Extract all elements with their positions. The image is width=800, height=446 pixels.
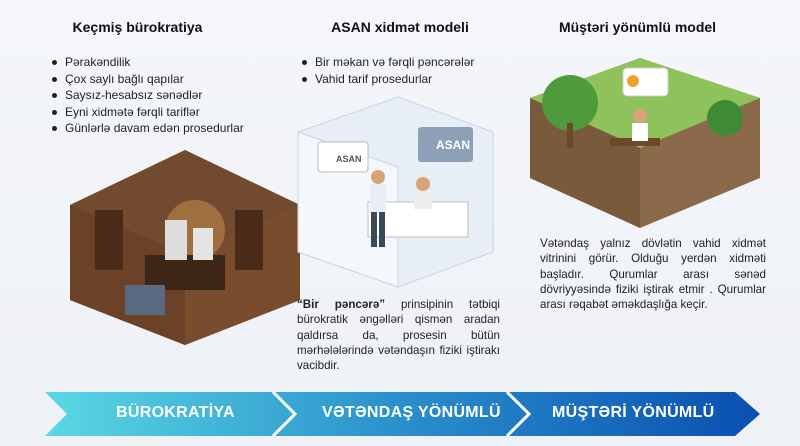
list-item: Eyni xidmətə fərqli tariflər [52, 104, 252, 121]
asan-note: “Bir pəncərə” prinsipinin tətbiqi bürokr… [297, 297, 500, 373]
heading-past-bureaucracy: Keçmiş bürokratiya [72, 19, 203, 35]
list-item: Bir məkan və fərqli pəncərələr [302, 54, 522, 71]
chevron-separator [271, 392, 298, 436]
past-bullets: Pərakəndilik Çox saylı bağlı qapılar Say… [52, 54, 252, 137]
door-icon [235, 210, 263, 270]
asan-note-text: prinsipinin tətbiqi bürokratik əngəlləri… [297, 298, 500, 373]
asan-sign-left: ASAN [336, 154, 362, 164]
park-illustration [530, 58, 760, 228]
heading-asan-model: ASAN xidmət modeli [331, 19, 469, 35]
stage-customer-oriented: MÜŞTƏRİ YÖNÜMLÜ [552, 404, 715, 421]
list-item: Saysız-hesabsız sənədlər [52, 87, 252, 104]
list-item: Çox saylı bağlı qapılar [52, 71, 252, 88]
chart-icon [627, 75, 639, 87]
list-item: Pərakəndilik [52, 54, 252, 71]
list-item: Günlərlə davam edən prosedurlar [52, 120, 252, 137]
chevron-separator [505, 392, 532, 436]
bureaucracy-room-illustration [70, 150, 300, 345]
asan-sign: ASAN [436, 138, 470, 152]
list-item: Vahid tarif prosedurlar [302, 71, 522, 88]
asan-office-illustration: ASAN ASAN [297, 96, 494, 288]
stage-progress-band [45, 392, 760, 436]
door-icon [95, 210, 123, 270]
stage-citizen-oriented: VƏTƏNDAŞ YÖNÜMLÜ [322, 404, 501, 421]
asan-bullets: Bir məkan və fərqli pəncərələr Vahid tar… [302, 54, 522, 87]
customer-note: Vətəndaş yalnız dövlətin vahid xidmət vi… [540, 237, 766, 312]
stage-bureaucracy: BÜROKRATİYA [116, 404, 235, 421]
one-window-term: “Bir pəncərə” [297, 298, 386, 311]
heading-customer-model: Müştəri yönümlü model [558, 19, 717, 35]
